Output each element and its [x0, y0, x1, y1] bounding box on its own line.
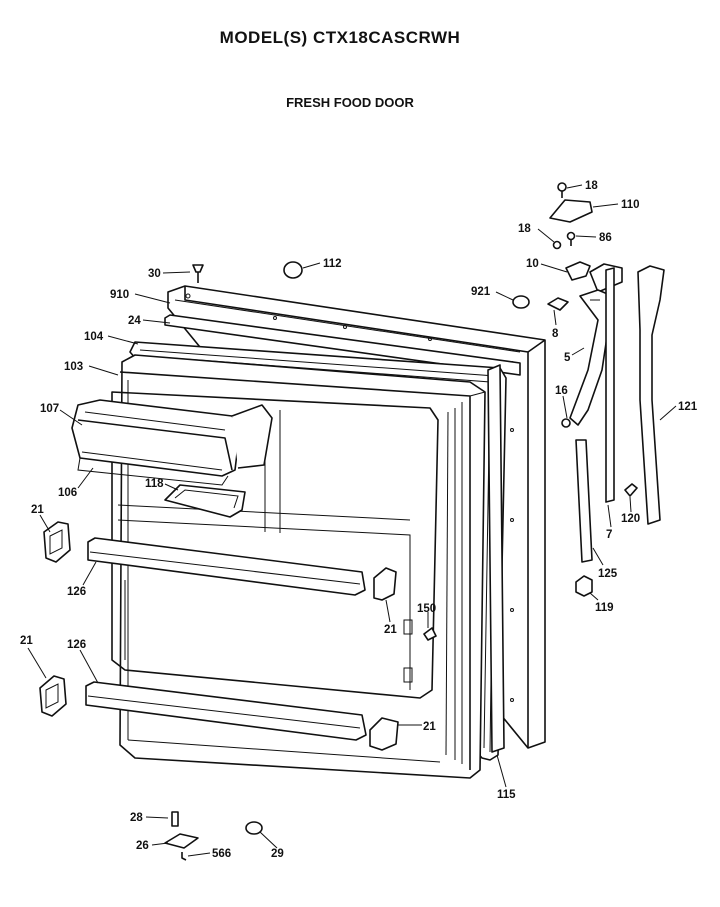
callout-120: 120 — [621, 513, 640, 525]
callout-103: 103 — [64, 361, 83, 373]
hinge-screw-top — [557, 182, 567, 198]
callout-5: 5 — [564, 352, 571, 364]
hinge-pin-block — [547, 297, 569, 311]
door-gasket-seal — [487, 364, 505, 753]
callout-29: 29 — [271, 848, 284, 860]
door-shelf-lower — [85, 681, 367, 741]
callout-110: 110 — [621, 199, 640, 211]
callout-86: 86 — [599, 232, 612, 244]
door-switch — [423, 627, 437, 641]
callout-30: 30 — [148, 268, 161, 280]
callout-104: 104 — [84, 331, 104, 343]
shelf-bracket-left-lower — [39, 675, 67, 717]
shelf-bracket-right-lower — [369, 717, 399, 751]
pivot-pin — [171, 811, 179, 827]
handle-screw — [561, 418, 571, 428]
hinge-screw-left — [552, 240, 562, 250]
stop-pin — [624, 483, 638, 497]
dairy-bin — [77, 457, 229, 486]
callout-119: 119 — [595, 602, 614, 614]
callout-126-upper: 126 — [67, 586, 86, 598]
shelf-bracket-right-upper — [373, 567, 397, 601]
leader-lines — [27, 184, 677, 857]
callout-566: 566 — [212, 848, 231, 860]
callout-24: 24 — [128, 315, 141, 327]
callout-921: 921 — [471, 286, 491, 298]
egg-tray — [164, 484, 246, 518]
diagram-subtitle: FRESH FOOD DOOR — [286, 95, 414, 110]
callout-106: 106 — [58, 487, 77, 499]
callout-115: 115 — [497, 789, 516, 801]
bottom-hinge-plate — [164, 833, 199, 849]
callout-28: 28 — [130, 812, 143, 824]
callout-21-left-upper: 21 — [31, 504, 44, 516]
callout-18-top: 18 — [585, 180, 598, 192]
door-stop-cap — [283, 261, 303, 279]
callout-112: 112 — [323, 258, 342, 270]
callout-10: 10 — [526, 258, 539, 270]
hinge-cover — [549, 199, 593, 223]
door-strip — [164, 314, 521, 376]
callout-126-lower: 126 — [67, 639, 86, 651]
hinge-screw-right — [566, 231, 576, 246]
callout-16: 16 — [555, 385, 568, 397]
hinge-arm-upper — [605, 267, 615, 503]
page-title: MODEL(S) CTX18CASCRWH — [219, 28, 461, 47]
callout-121: 121 — [678, 401, 698, 413]
dairy-compartment-door — [71, 399, 273, 477]
mounting-screw-left — [192, 264, 204, 283]
bottom-hinge-screw — [181, 852, 187, 861]
callout-26: 26 — [136, 840, 149, 852]
callout-18-mid: 18 — [518, 223, 531, 235]
callout-21-right-upper: 21 — [384, 624, 397, 636]
handle-insert — [575, 439, 593, 563]
callout-21-left-lower: 21 — [20, 635, 33, 647]
handle-trim-long — [637, 265, 665, 525]
callout-125: 125 — [598, 568, 618, 580]
hinge-plug — [512, 295, 530, 309]
callout-21-right-lower: 21 — [423, 721, 436, 733]
shelf-bracket-left-upper — [43, 521, 71, 563]
callout-910: 910 — [110, 289, 129, 301]
callout-107: 107 — [40, 403, 59, 415]
leveling-nut — [245, 821, 263, 835]
door-shelf-upper — [87, 537, 366, 596]
door-handle — [569, 289, 611, 426]
callout-7: 7 — [606, 529, 612, 541]
callout-150: 150 — [417, 603, 436, 615]
hinge-bracket-upper — [565, 261, 591, 281]
callout-118: 118 — [145, 478, 164, 490]
hinge-bushing — [575, 575, 593, 597]
callout-8: 8 — [552, 328, 559, 340]
